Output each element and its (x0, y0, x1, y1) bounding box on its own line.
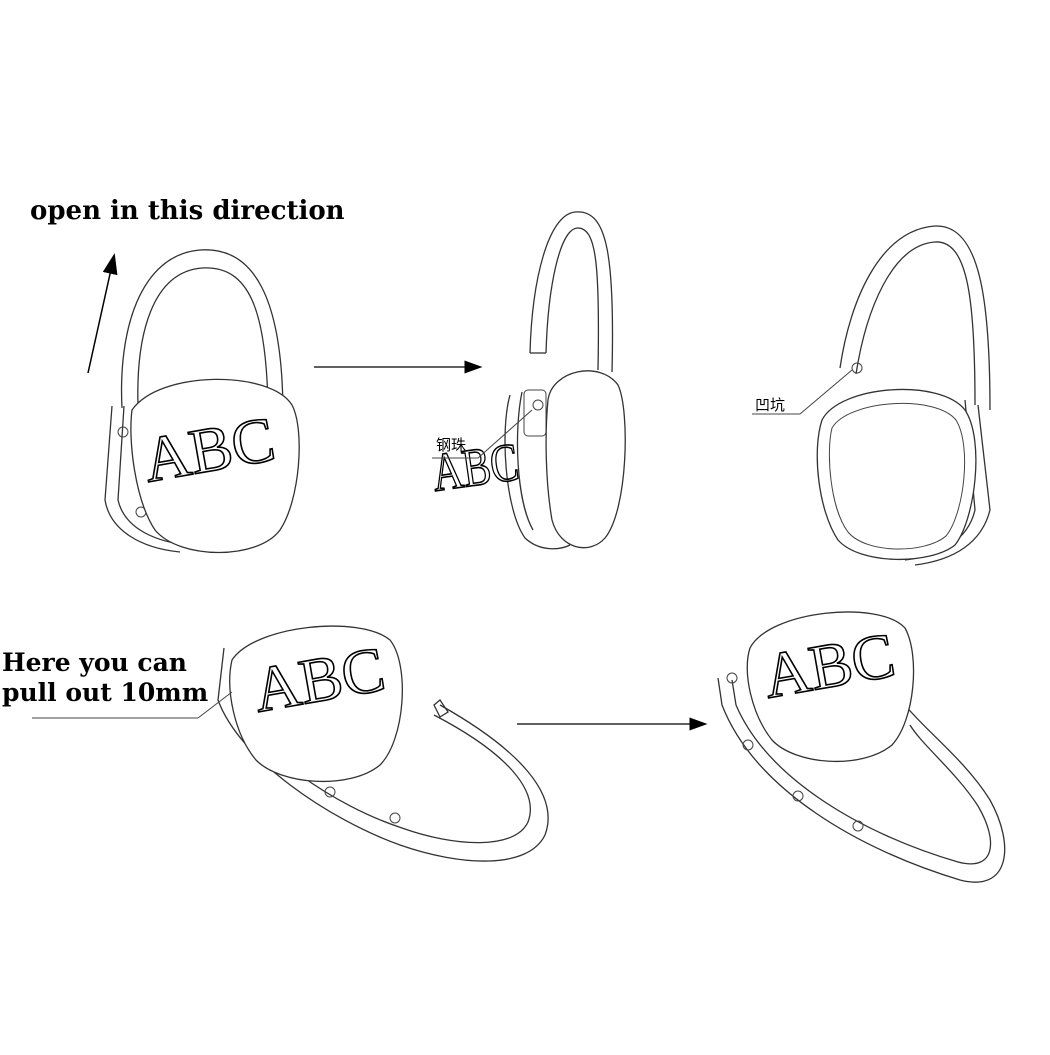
engraving-text-4: ABC (758, 619, 900, 712)
arrow-up-right-icon (87, 253, 118, 374)
pull-out-label-line1: Here you can (2, 648, 187, 677)
engraving-text-2: ABC (428, 433, 522, 504)
steel-ball-label: 钢珠 (436, 436, 467, 454)
open-direction-label: open in this direction (30, 196, 345, 226)
callout-line-icon (432, 409, 533, 459)
extended-hanger-drawing-1 (217, 625, 549, 862)
pull-out-label-line2: pull out 10mm (2, 678, 209, 707)
back-hanger-drawing (816, 225, 991, 566)
closed-hanger-drawing (104, 249, 300, 554)
callout-line-icon (752, 369, 853, 415)
dimple-label: 凹坑 (755, 396, 786, 414)
side-hanger-drawing (504, 211, 626, 550)
extended-hanger-drawing-2 (717, 611, 1006, 883)
pull-out-label: Here you can pull out 10mm (2, 648, 208, 708)
